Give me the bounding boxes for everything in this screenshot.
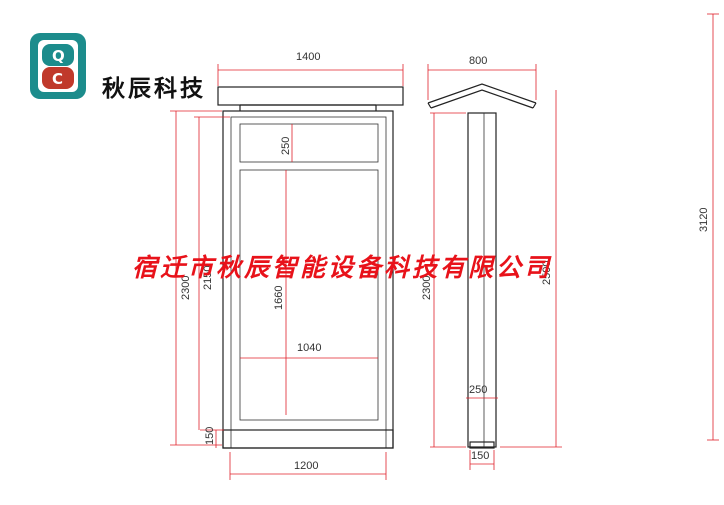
front-view: 1400 250 1660 1040 1200 2300 2150 150 [170,51,404,480]
total-height-dim: 3120 [698,13,719,441]
side-base [469,441,495,449]
dim-front-left-height-b: 2150 [202,266,214,290]
company-logo: Q C [30,33,86,99]
brand-name: 秋辰科技 [102,75,206,102]
dim-front-top-width: 1400 [296,51,320,63]
dim-side-top-width: 800 [469,55,487,67]
dim-side-height-b: 2500 [541,261,553,285]
side-view: 800 2300 2500 250 150 [421,55,562,470]
front-base [222,429,394,449]
dim-front-base-width: 1200 [294,460,318,472]
logo-letter-c: C [52,70,63,88]
side-roof [427,83,537,104]
company-watermark: 宿迁市秋辰智能设备科技有限公司 [132,253,552,282]
dim-front-display-height: 1660 [273,286,285,310]
front-display-panel [239,169,379,421]
dim-front-panel-height: 250 [280,137,292,155]
dim-total-height: 3120 [698,208,710,232]
dim-side-base-width: 150 [471,450,489,462]
dim-side-post-width: 250 [469,384,487,396]
logo-letter-q: Q [52,47,65,65]
dim-side-height-a: 2300 [421,276,433,300]
dim-front-base-height: 150 [204,427,216,445]
dim-front-left-height-a: 2300 [180,276,192,300]
side-post [467,112,497,448]
dim-front-display-width: 1040 [297,342,321,354]
front-header-panel [239,123,379,163]
front-roof [217,86,404,106]
